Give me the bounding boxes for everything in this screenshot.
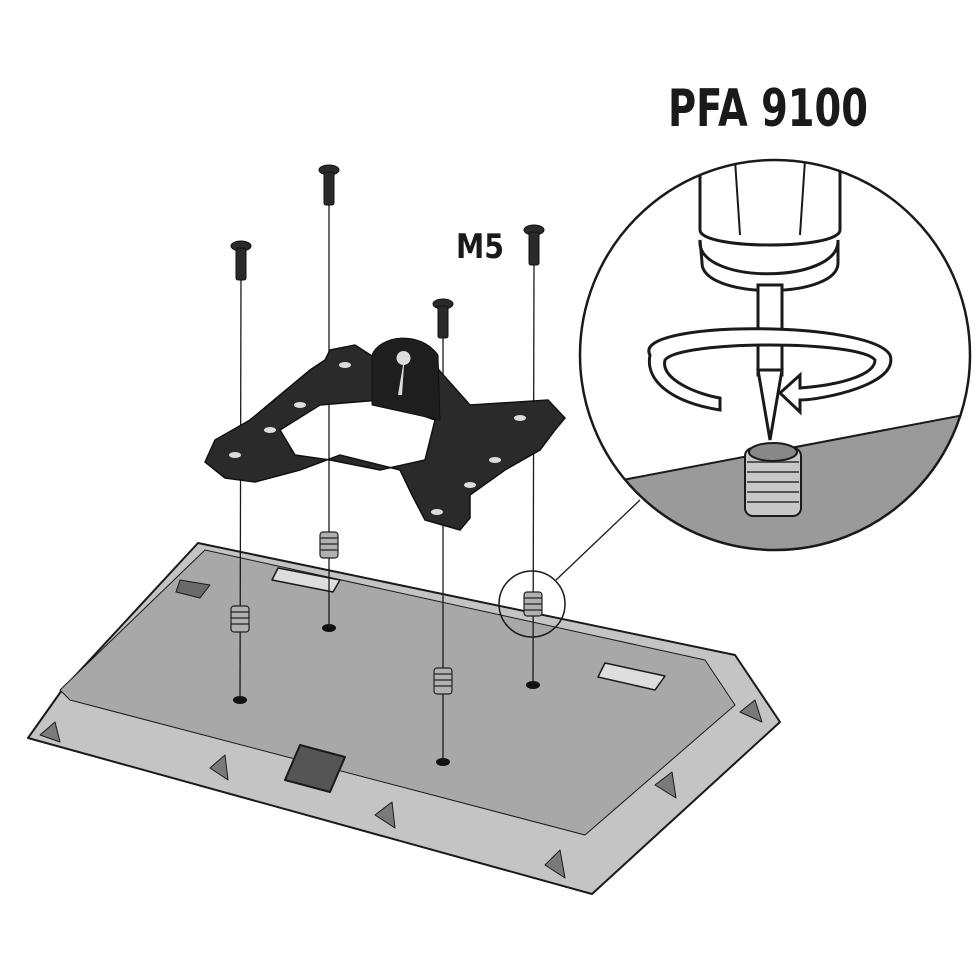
base-plate-top [59,549,736,836]
threaded-insert [230,605,250,633]
base-plate [27,542,781,895]
corner-foot [374,801,396,829]
corner-foot [739,699,763,723]
screw [318,164,340,206]
screw-size-label: M5 [456,227,504,267]
screw [230,240,252,281]
callout-large-circle [578,158,972,552]
keyhole-slot [396,351,411,395]
bracket-tab [371,337,441,421]
plate-notch [175,579,211,599]
corner-foot [39,721,61,743]
callout-small-circle [498,570,566,638]
mounting-bracket [204,337,567,531]
corner-foot [209,754,229,781]
plate-slot [271,567,341,593]
detail-insert [744,442,802,517]
threaded-inserts [230,531,543,695]
threaded-insert [319,531,339,559]
corner-foot [654,771,677,799]
threaded-insert [523,591,543,617]
screw [432,298,454,339]
callout-leader-line [555,499,641,581]
model-label: PFA 9100 [668,79,868,139]
plate-slot [597,662,666,691]
threaded-insert [433,667,453,695]
screws [230,164,545,339]
screw [523,224,545,266]
rotation-arrow-icon [647,327,893,416]
corner-foot [544,849,566,879]
callout-detail [580,160,970,550]
plate-notch [284,744,346,793]
